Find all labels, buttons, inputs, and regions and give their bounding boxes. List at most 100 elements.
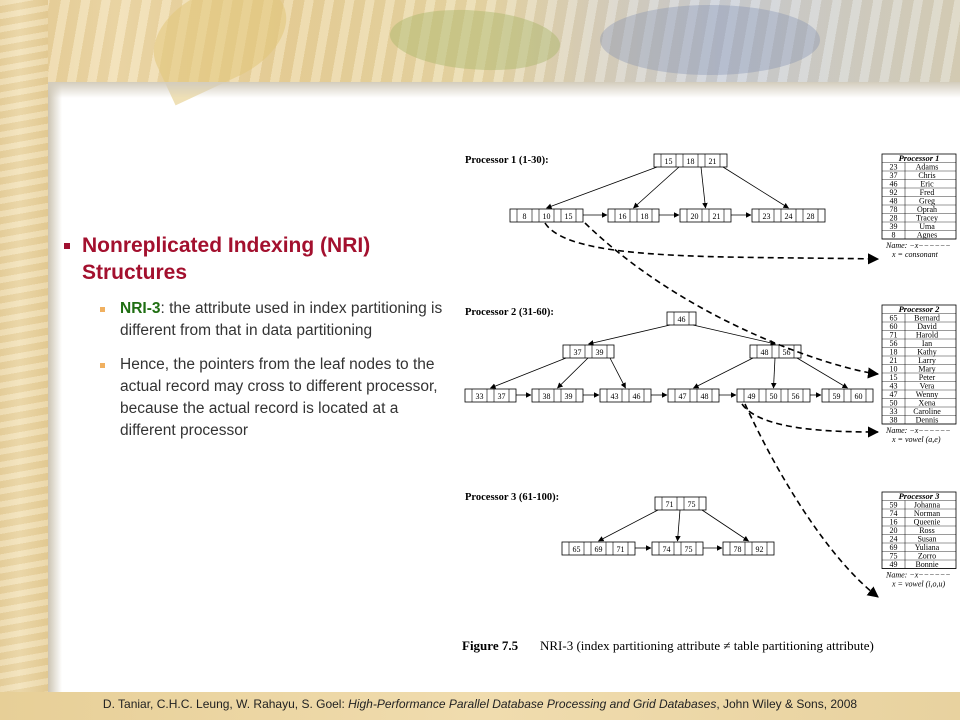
bullet-item: Nonreplicated Indexing (NRI) Structures bbox=[56, 232, 451, 286]
nri3-label: NRI-3 bbox=[120, 300, 161, 317]
figure-caption-text: NRI-3 (index partitioning attribute ≠ ta… bbox=[540, 638, 874, 653]
citation-footer: D. Taniar, C.H.C. Leung, W. Rahayu, S. G… bbox=[0, 697, 960, 711]
cross-processor-pointer bbox=[544, 222, 880, 265]
footer-authors: D. Taniar, C.H.C. Leung, W. Rahayu, S. G… bbox=[102, 697, 349, 711]
index-key: 49 bbox=[748, 392, 756, 401]
tree-edge bbox=[598, 509, 659, 542]
index-key: 28 bbox=[807, 212, 815, 221]
record-key: 21 bbox=[890, 356, 898, 365]
record-key: 38 bbox=[890, 416, 898, 425]
record-key: 48 bbox=[890, 197, 898, 206]
tree-edge bbox=[545, 166, 658, 209]
record-key: 47 bbox=[890, 390, 898, 399]
index-key: 15 bbox=[665, 157, 673, 166]
index-key: 21 bbox=[709, 157, 717, 166]
record-name: Harold bbox=[916, 331, 938, 340]
table-note: x = consonant bbox=[891, 250, 939, 259]
nri3-description: : the attribute used in index partitioni… bbox=[120, 300, 443, 339]
record-name: Vera bbox=[920, 382, 935, 391]
tree-edge bbox=[489, 357, 567, 389]
record-key: 24 bbox=[890, 535, 898, 544]
record-key: 78 bbox=[890, 205, 898, 214]
table-title: Processor 3 bbox=[899, 491, 941, 501]
index-node bbox=[654, 496, 707, 511]
index-key: 56 bbox=[783, 348, 791, 357]
tree-edge bbox=[700, 166, 708, 209]
index-node bbox=[749, 344, 802, 359]
record-name: Xena bbox=[919, 399, 936, 408]
record-name: Chris bbox=[918, 171, 935, 180]
processor-label: Processor 2 (31-60): bbox=[465, 307, 554, 318]
index-node bbox=[722, 541, 775, 556]
index-key: 74 bbox=[663, 545, 671, 554]
record-key: 8 bbox=[892, 231, 896, 240]
index-key: 21 bbox=[713, 212, 721, 221]
table-title: Processor 2 bbox=[899, 304, 941, 314]
record-key: 37 bbox=[890, 171, 898, 180]
sub-bullet-square-icon bbox=[100, 307, 105, 312]
table-note: x = vowel (a,e) bbox=[891, 435, 941, 444]
record-key: 33 bbox=[890, 407, 898, 416]
tree-edge bbox=[692, 357, 754, 389]
record-table bbox=[881, 491, 957, 569]
decorative-leaf bbox=[600, 5, 820, 75]
record-key: 20 bbox=[890, 526, 898, 535]
tree-edge bbox=[701, 509, 749, 542]
record-name: Zorro bbox=[918, 552, 936, 561]
record-name: Peter bbox=[919, 373, 936, 382]
index-key: 71 bbox=[666, 500, 674, 509]
index-key: 56 bbox=[792, 392, 800, 401]
record-name: Bernard bbox=[914, 314, 940, 323]
record-key: 23 bbox=[890, 163, 898, 172]
table-note: Name: −x−−−−−− bbox=[885, 241, 951, 250]
index-key: 75 bbox=[688, 500, 696, 509]
record-name: Norman bbox=[914, 509, 940, 518]
index-key: 69 bbox=[595, 545, 603, 554]
record-key: 92 bbox=[890, 188, 898, 197]
index-key: 50 bbox=[770, 392, 778, 401]
tree-edge bbox=[609, 357, 626, 389]
record-key: 50 bbox=[890, 399, 898, 408]
record-key: 60 bbox=[890, 322, 898, 331]
index-key: 48 bbox=[761, 348, 769, 357]
index-key: 20 bbox=[691, 212, 699, 221]
record-key: 18 bbox=[890, 348, 898, 357]
record-key: 59 bbox=[890, 501, 898, 510]
record-name: Larry bbox=[918, 356, 936, 365]
index-key: 47 bbox=[679, 392, 687, 401]
record-name: Ross bbox=[919, 526, 935, 535]
record-name: Johanna bbox=[914, 501, 941, 510]
record-key: 65 bbox=[890, 314, 898, 323]
index-key: 18 bbox=[687, 157, 695, 166]
table-note: x = vowel (i,o,u) bbox=[891, 580, 945, 589]
record-key: 16 bbox=[890, 518, 898, 527]
index-key: 71 bbox=[617, 545, 625, 554]
record-key: 46 bbox=[890, 180, 898, 189]
bullet-list: Nonreplicated Indexing (NRI) Structures … bbox=[56, 232, 451, 442]
index-key: 48 bbox=[701, 392, 709, 401]
record-name: Kathy bbox=[917, 348, 937, 357]
record-name: Dennis bbox=[916, 416, 939, 425]
index-key: 24 bbox=[785, 212, 793, 221]
index-key: 38 bbox=[543, 392, 551, 401]
processor-label: Processor 3 (61-100): bbox=[465, 492, 559, 503]
record-key: 15 bbox=[890, 373, 898, 382]
record-key: 75 bbox=[890, 552, 898, 561]
table-note: Name: −x−−−−−− bbox=[885, 571, 951, 580]
index-node bbox=[653, 153, 728, 168]
index-key: 37 bbox=[574, 348, 582, 357]
index-key: 39 bbox=[565, 392, 573, 401]
record-key: 10 bbox=[890, 365, 898, 374]
index-node bbox=[751, 208, 826, 223]
tree-edge bbox=[692, 324, 777, 346]
index-key: 59 bbox=[833, 392, 841, 401]
bullet-square-icon bbox=[64, 243, 70, 249]
index-key: 10 bbox=[543, 212, 551, 221]
index-node bbox=[561, 541, 636, 556]
sub-bullet-square-icon bbox=[100, 363, 105, 368]
record-key: 43 bbox=[890, 382, 898, 391]
index-node bbox=[464, 388, 517, 403]
index-key: 60 bbox=[855, 392, 863, 401]
record-name: Uma bbox=[919, 222, 935, 231]
